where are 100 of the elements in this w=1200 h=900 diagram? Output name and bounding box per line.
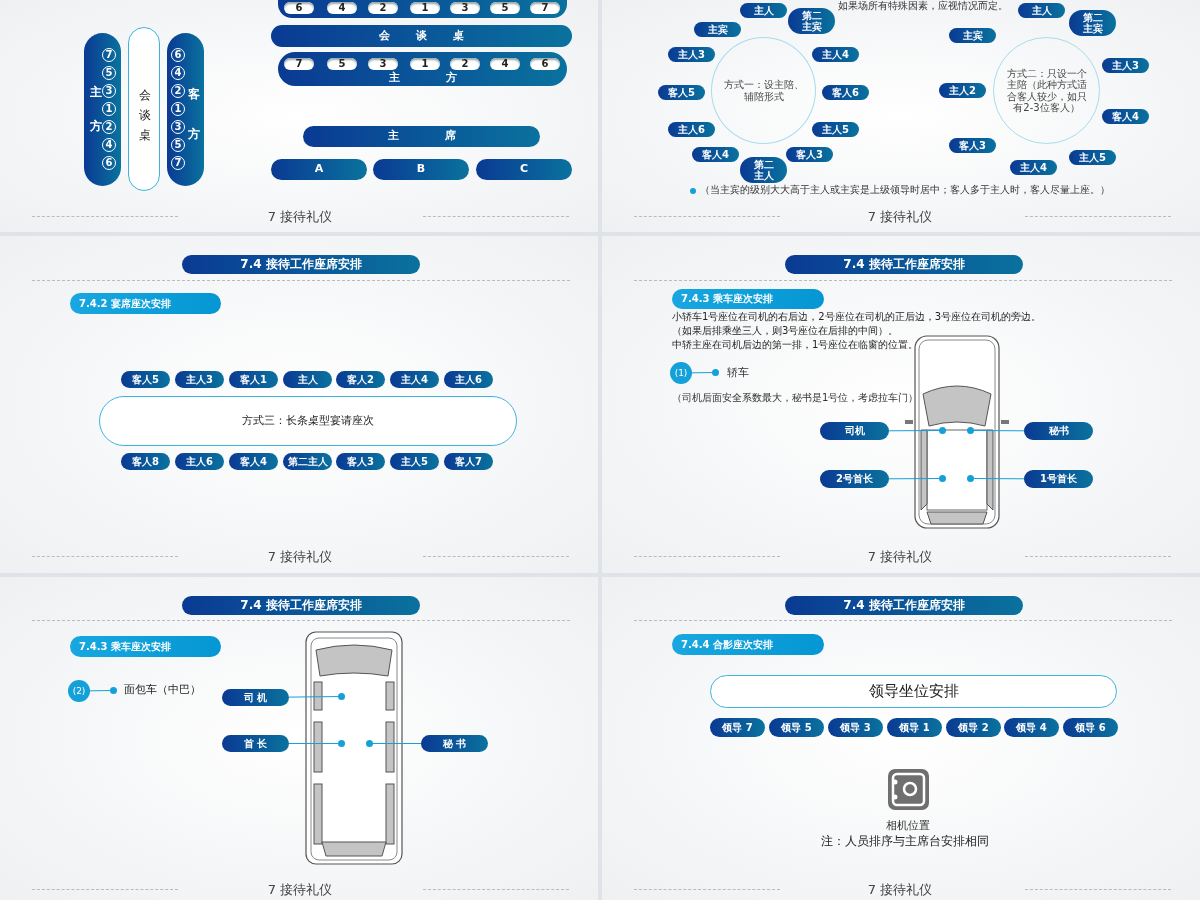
subsection-title: 7.4.4 合影座次安排 xyxy=(672,634,824,655)
section-title: 7.4 接待工作座席安排 xyxy=(182,255,420,274)
seat-tag: 客人4 xyxy=(1102,109,1149,124)
body-text: （如果后排乘坐三人，则3号座位在后排的中间）。 xyxy=(672,325,900,337)
seating-band: 主席 xyxy=(303,126,540,147)
subsection-title: 7.4.3 乘车座次安排 xyxy=(70,636,221,657)
seat-dot xyxy=(967,475,974,482)
seat-tag: 主人 xyxy=(1018,3,1065,18)
leader-line xyxy=(973,478,1025,480)
band-label: 主方 xyxy=(387,72,504,85)
seat-dot xyxy=(712,369,719,376)
seating-band: C xyxy=(476,159,572,180)
seat-dot xyxy=(338,693,345,700)
seat-tag: 司 机 xyxy=(222,689,289,706)
vehicle-label: 轿车 xyxy=(727,366,750,380)
leader-line xyxy=(372,743,422,744)
leader-line xyxy=(888,430,940,432)
seat-tag: 领导 1 xyxy=(887,718,942,737)
seat-dot xyxy=(939,475,946,482)
seat-dot xyxy=(366,740,373,747)
seat-tag: 客人7 xyxy=(444,453,493,470)
seat-tag: 秘书 xyxy=(1024,422,1093,440)
seat-tag: 主人 xyxy=(740,3,787,18)
seat-tag: 客人1 xyxy=(229,371,278,388)
seat-tag: 主人 xyxy=(283,371,332,388)
leader-line xyxy=(288,743,339,744)
seat-number: 2 xyxy=(450,58,480,70)
seat-tag: 客人3 xyxy=(786,147,833,162)
seat-tag: 客人5 xyxy=(658,85,705,100)
seat-tag: 秘 书 xyxy=(421,735,488,752)
seat-tag: 主人4 xyxy=(1010,160,1057,175)
seat-tag: 主人3 xyxy=(668,47,715,62)
subsection-title: 7.4.3 乘车座次安排 xyxy=(672,289,824,309)
section-title: 7.4 接待工作座席安排 xyxy=(785,596,1023,615)
seat-tag: 主人5 xyxy=(1069,150,1116,165)
note-text: 如果场所有特殊因素，应视情况而定。 xyxy=(838,0,1009,12)
seat-tag: 主人2 xyxy=(939,83,986,98)
seat-tag: 首 长 xyxy=(222,735,289,752)
seat-dot xyxy=(110,687,117,694)
table-outline: 领导坐位安排 xyxy=(710,675,1117,708)
seat-tag: 客人3 xyxy=(336,453,385,470)
seat-tag: 第二主人 xyxy=(283,453,332,470)
seat-tag: 客人4 xyxy=(692,147,739,162)
seat-tag: 主人4 xyxy=(812,47,859,62)
leader-line xyxy=(973,430,1025,432)
body-text: 中轿主座在司机后边的第一排，1号座位在临窗的位置。 xyxy=(672,339,920,351)
seat-tag: 主人6 xyxy=(444,371,493,388)
seat-tag: 主人3 xyxy=(175,371,224,388)
leader-line xyxy=(288,696,339,698)
seat-number: 3 xyxy=(450,2,480,14)
seat-number: 1 xyxy=(410,58,440,70)
seat-number: 3 xyxy=(368,58,398,70)
body-text: 小轿车1号座位在司机的右后边，2号座位在司机的正后边，3号座位在司机的旁边。 xyxy=(672,311,1043,323)
seat-tag: 主宾 xyxy=(694,22,741,37)
seat-tag: 领导 4 xyxy=(1004,718,1059,737)
seating-band xyxy=(278,52,567,86)
footer-title: 7 接待礼仪 xyxy=(266,882,334,898)
seat-number: 6 xyxy=(284,2,314,14)
band-label: 主方 xyxy=(88,75,102,143)
caption-text: 相机位置 xyxy=(885,819,931,833)
footer-title: 7 接待礼仪 xyxy=(866,209,934,225)
seat-dot xyxy=(967,427,974,434)
footer-title: 7 接待礼仪 xyxy=(266,549,334,565)
seat-tag: 2号首长 xyxy=(820,470,889,488)
seat-tag: 主人6 xyxy=(668,122,715,137)
seat-tag: 主宾 xyxy=(949,28,996,43)
seat-number: 5 xyxy=(490,2,520,14)
seat-tag: 客人6 xyxy=(822,85,869,100)
note-text: （当主宾的级别大大高于主人或主宾是上级领导时居中；客人多于主人时，客人尽量上座。） xyxy=(700,184,1111,196)
seat-number: 2 xyxy=(368,2,398,14)
seat-tag: 领导 2 xyxy=(946,718,1001,737)
seating-band xyxy=(84,33,121,186)
seat-number: 4 xyxy=(327,2,357,14)
footer-title: 7 接待礼仪 xyxy=(266,209,334,225)
vehicle-label: 面包车（中巴） xyxy=(124,683,202,697)
seat-number: 7 xyxy=(284,58,314,70)
seat-tag: 主人5 xyxy=(812,122,859,137)
seat-tag: 第二主人 xyxy=(740,157,787,183)
seat-tag: 客人8 xyxy=(121,453,170,470)
seat-tag: 客人4 xyxy=(229,453,278,470)
seat-number: 5 xyxy=(327,58,357,70)
footer-title: 7 接待礼仪 xyxy=(866,882,934,898)
seat-tag: 第二主宾 xyxy=(788,8,835,34)
band-label: 客方 xyxy=(186,77,200,157)
seat-tag: 领导 7 xyxy=(710,718,765,737)
seat-number: 7 xyxy=(530,2,560,14)
note-text: （司机后面安全系数最大，秘书是1号位，考虑拉车门） xyxy=(672,392,920,404)
seat-tag: 客人3 xyxy=(949,138,996,153)
seat-tag: 司机 xyxy=(820,422,889,440)
seat-tag: 主人5 xyxy=(390,453,439,470)
seat-number: 4 xyxy=(490,58,520,70)
seat-tag: 客人5 xyxy=(121,371,170,388)
footer-title: 7 接待礼仪 xyxy=(866,549,934,565)
seating-band: A xyxy=(271,159,367,180)
section-title: 7.4 接待工作座席安排 xyxy=(785,255,1023,274)
seating-band xyxy=(167,33,204,186)
subsection-title: 7.4.2 宴席座次安排 xyxy=(70,293,221,314)
seat-tag: 第二主宾 xyxy=(1069,10,1116,36)
leader-line xyxy=(888,478,940,480)
section-title: 7.4 接待工作座席安排 xyxy=(182,596,420,615)
